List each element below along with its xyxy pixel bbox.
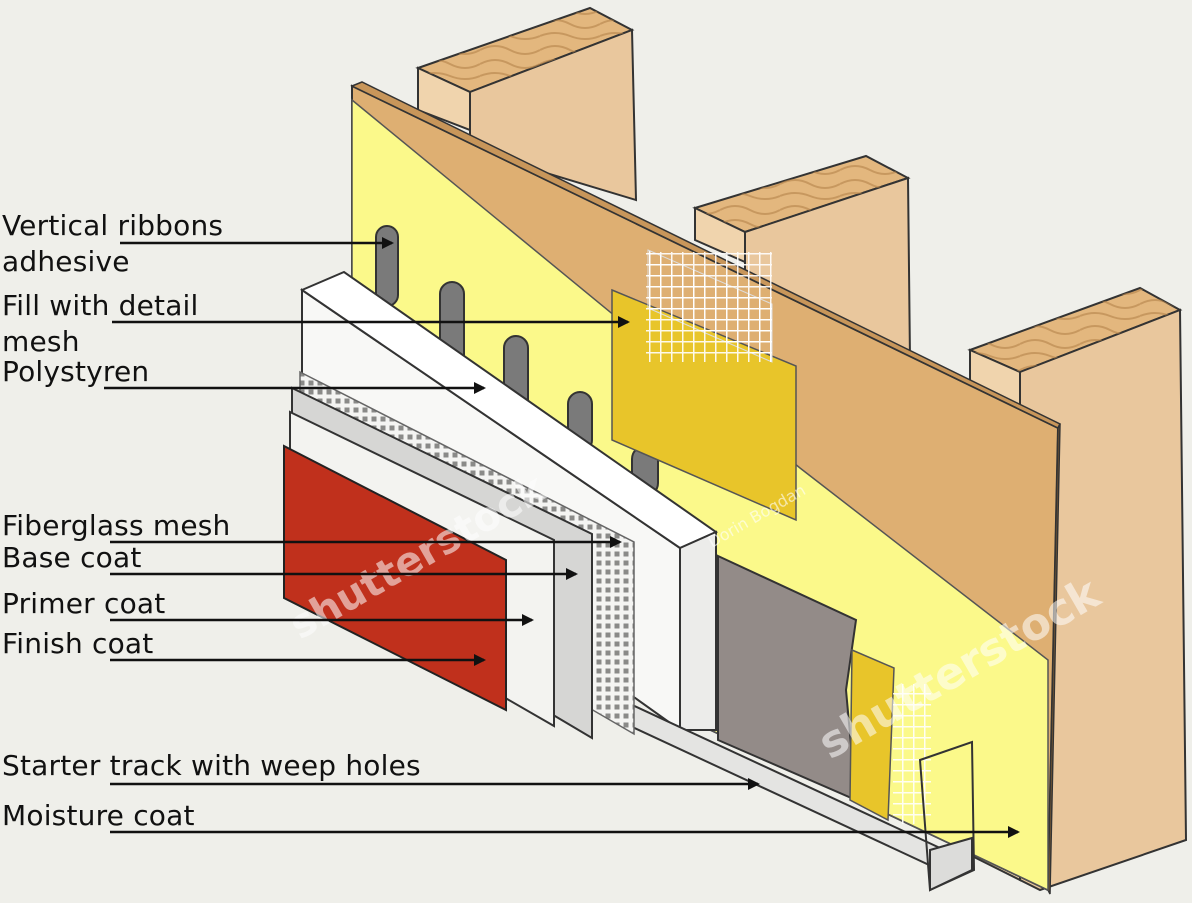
label-base-coat: Base coat [2, 541, 142, 574]
finish-coat-layer [283, 444, 507, 712]
leader-arrows [104, 237, 1020, 838]
label-fill-with-detail-mesh: Fill with detail mesh [2, 289, 199, 358]
detail-mesh [611, 249, 797, 522]
label-vertical-ribbons-adhesive: Vertical ribbons adhesive [2, 209, 224, 278]
label-primer-coat: Primer coat [2, 587, 166, 620]
label-fiberglass-mesh: Fiberglass mesh [2, 509, 231, 542]
label-polystyren: Polystyren [2, 355, 150, 388]
detail-mesh-lower [849, 648, 931, 824]
starter-track [599, 688, 976, 892]
label-starter-track: Starter track with weep holes [2, 749, 421, 782]
label-moisture-coat: Moisture coat [2, 799, 195, 832]
label-finish-coat: Finish coat [2, 627, 154, 660]
